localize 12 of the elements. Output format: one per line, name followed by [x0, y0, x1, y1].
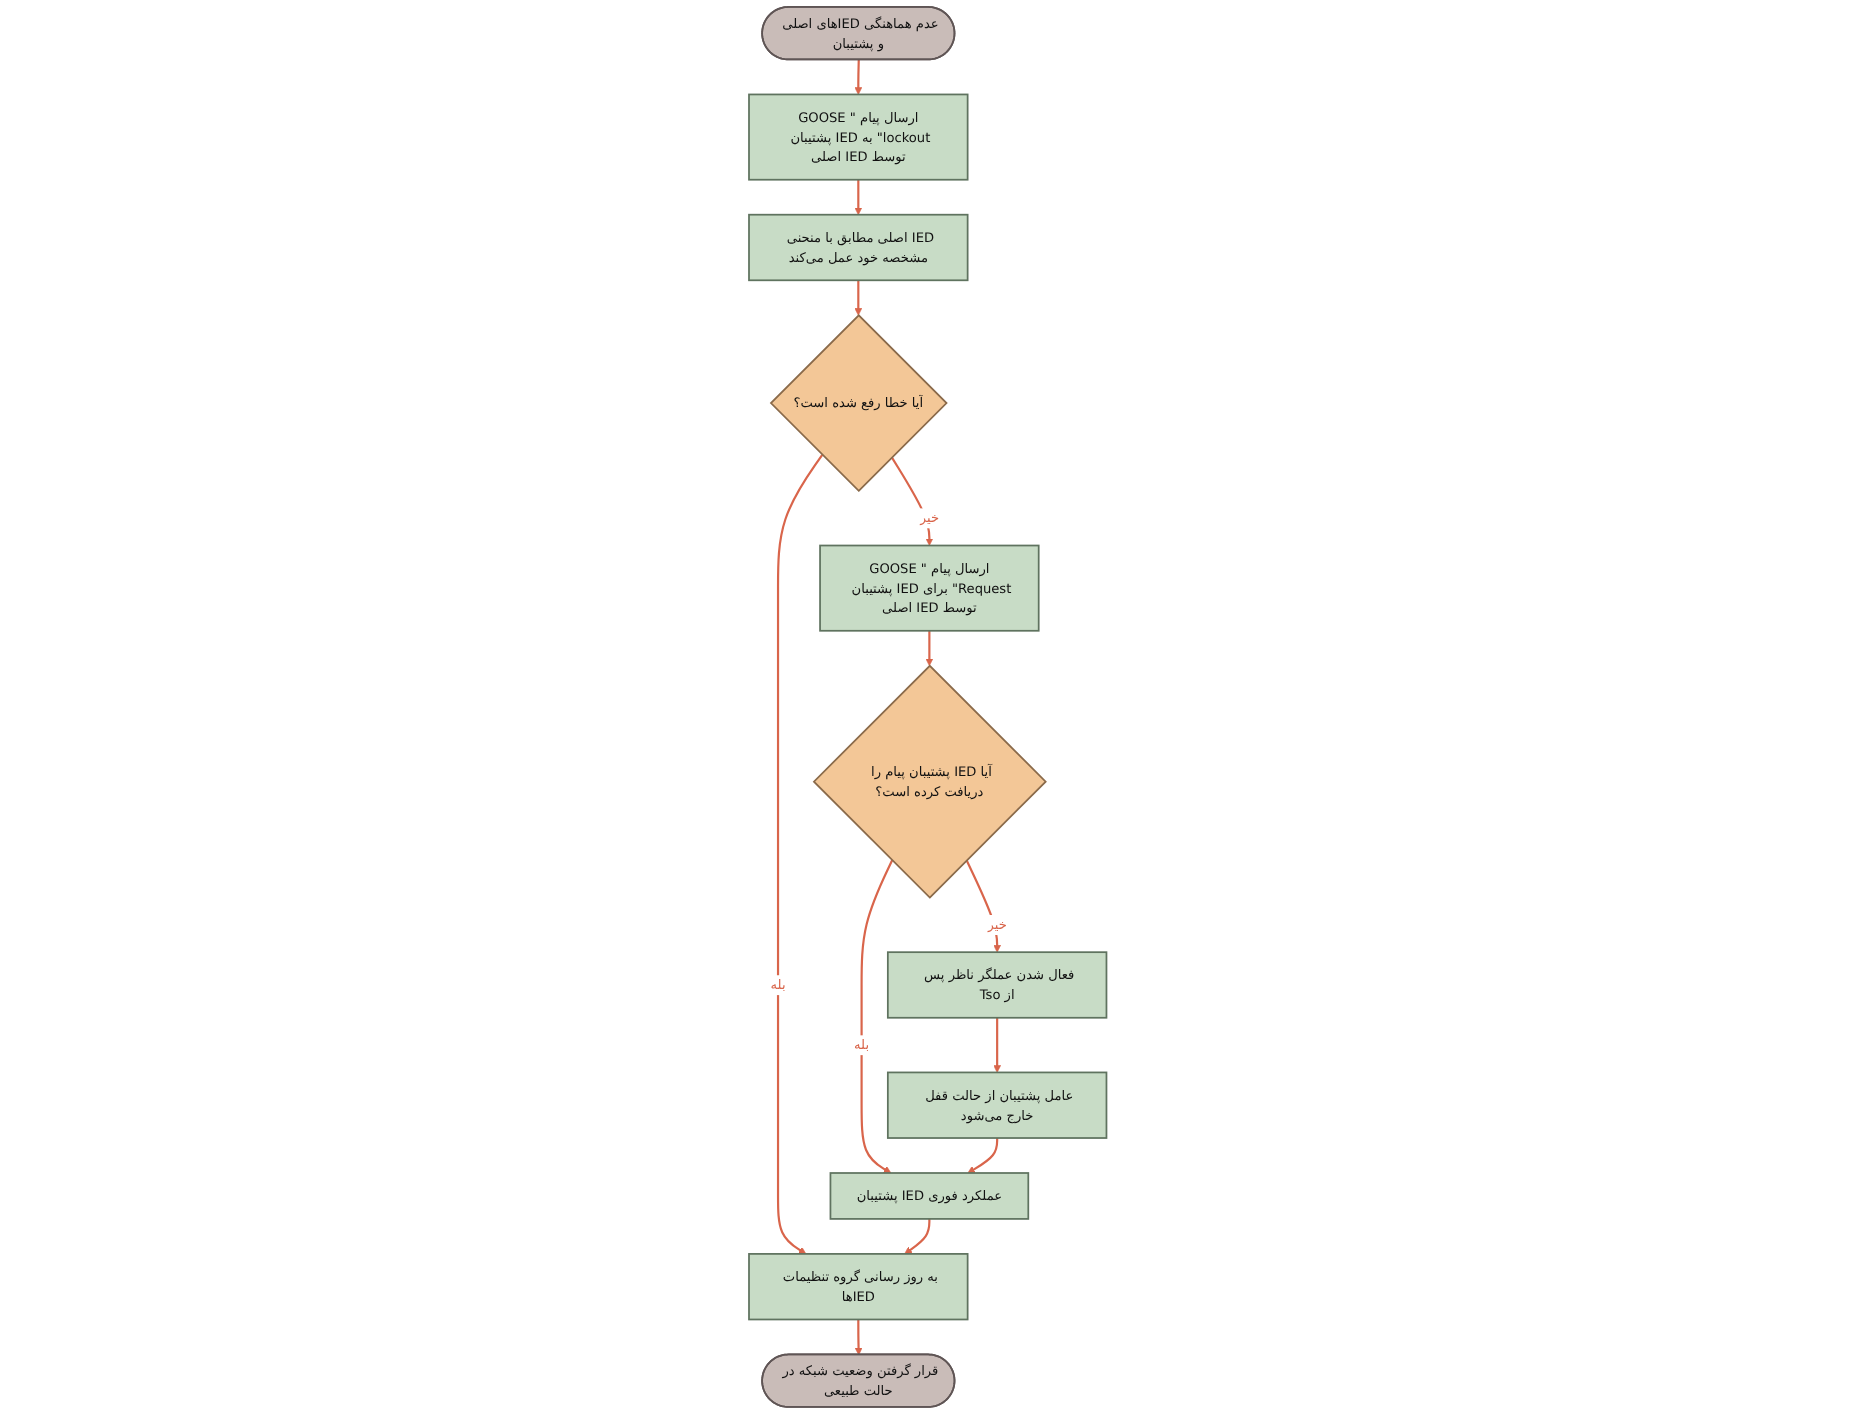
arrow	[854, 280, 863, 316]
arrow	[854, 179, 863, 216]
arrow	[993, 1017, 1002, 1073]
arrow	[854, 59, 863, 95]
arrow	[967, 1138, 999, 1174]
arrow	[860, 859, 894, 1174]
arrow	[965, 859, 1002, 953]
arrow	[925, 630, 934, 667]
arrow	[891, 456, 934, 546]
arrow	[904, 1218, 931, 1255]
arrow	[777, 454, 824, 1255]
arrow	[855, 1319, 863, 1356]
